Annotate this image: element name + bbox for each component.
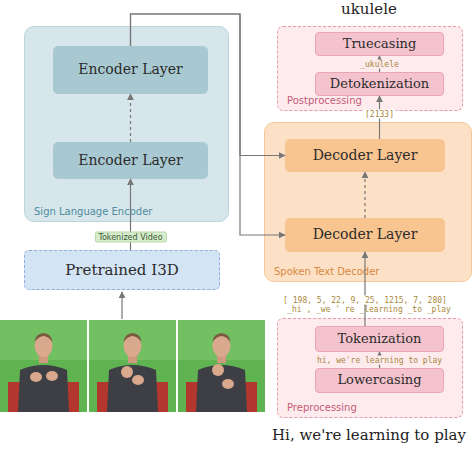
encoder-group: Sign Language EncoderEncoder LayerEncode… (24, 26, 229, 222)
video-frame-use (178, 320, 265, 412)
edge-label: _ukulele (358, 60, 401, 69)
box-label: Lowercasing (337, 373, 421, 387)
connector (364, 172, 365, 218)
frame-3 (178, 320, 265, 412)
group-label: Postprocessing (287, 95, 362, 106)
group-label: Preprocessing (287, 402, 357, 413)
hand (46, 371, 58, 381)
group-label: Spoken Text Decoder (274, 266, 379, 277)
edge-label: hi, we're learning to play (315, 356, 444, 365)
frame-1 (0, 320, 87, 412)
edge-label: Tokenized Video (94, 232, 166, 243)
free-label: ukulele (341, 0, 397, 18)
edge-label: [2133] (363, 110, 396, 119)
free-label: Hi, we're learning to play (272, 426, 466, 444)
frame-2 (89, 320, 176, 412)
encoder-layer-box: Encoder Layer (53, 46, 208, 94)
hand (212, 364, 224, 376)
box-label: Truecasing (343, 37, 417, 51)
model-box: Pretrained I3D (24, 250, 220, 290)
box-label: Pretrained I3D (65, 262, 178, 279)
connector (364, 252, 365, 326)
free-label: _hi , _we ' re _learning _to _play (287, 305, 451, 314)
hand (222, 379, 234, 389)
encoder-layer-box: Encoder Layer (53, 142, 208, 179)
box-label: Tokenization (338, 332, 422, 346)
decoder-group: Spoken Text DecoderDecoder LayerDecoder … (264, 122, 472, 282)
box-label: Decoder Layer (313, 227, 418, 242)
hand (132, 375, 144, 385)
process-box: Lowercasing (315, 368, 444, 393)
connector (131, 14, 286, 235)
box-label: Encoder Layer (78, 153, 182, 168)
process-box: Truecasing (315, 32, 444, 56)
edge-label: [ 198, 5, 22, 9, 25, 1215, 7, 280] (281, 296, 449, 305)
connector (130, 94, 131, 142)
video-frame-use (89, 320, 176, 412)
group-label: Sign Language Encoder (34, 206, 152, 217)
video-arrow (121, 292, 122, 319)
connector (131, 14, 286, 156)
hand (30, 372, 42, 382)
process-box: Tokenization (315, 326, 444, 352)
video-frame-use (0, 320, 87, 412)
process-box: Detokenization (315, 72, 444, 96)
postprocessing-group: Postprocessing TruecasingDetokenization (277, 26, 463, 111)
decoder-layer-box: Decoder Layer (285, 218, 445, 252)
hand (121, 366, 133, 378)
box-label: Encoder Layer (78, 62, 182, 77)
box-label: Decoder Layer (313, 148, 418, 163)
box-label: Detokenization (330, 77, 429, 91)
preprocessing-group: Preprocessing TokenizationLowercasing (277, 318, 463, 418)
decoder-layer-box: Decoder Layer (285, 139, 445, 172)
